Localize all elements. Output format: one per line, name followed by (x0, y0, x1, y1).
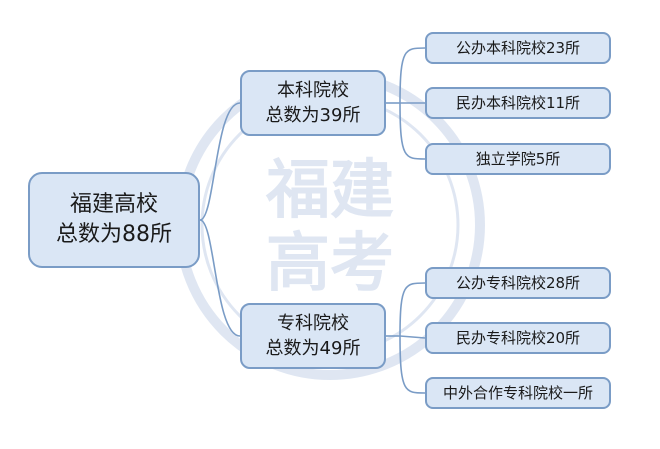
connector-vocational-leaf-3 (399, 335, 426, 394)
root-title: 福建高校 (69, 192, 158, 217)
leaf-private-vocational: 民办专科院校20所 (425, 322, 611, 354)
connector-vocational-leaf-1 (399, 282, 426, 337)
leaf-label: 公办专科院校28所 (455, 274, 581, 292)
vocational-title: 专科院校 (277, 313, 349, 334)
leaf-label: 中外合作专科院校一所 (442, 384, 593, 402)
connector-bachelor-leaf-1 (399, 47, 426, 104)
leaf-label: 公办本科院校23所 (455, 39, 581, 57)
leaf-label: 独立学院5所 (475, 150, 561, 168)
bachelor-title: 本科院校 (277, 80, 349, 101)
leaf-label: 民办本科院校11所 (455, 94, 581, 112)
root-node: 福建高校 总数为88所 (28, 172, 200, 268)
leaf-independent-college: 独立学院5所 (425, 143, 611, 175)
leaf-label: 民办专科院校20所 (455, 329, 581, 347)
leaf-public-vocational: 公办专科院校28所 (425, 267, 611, 299)
watermark-text-top: 福建 (265, 154, 394, 228)
leaf-private-bachelor: 民办本科院校11所 (425, 87, 611, 119)
connector-root-to-vocational (199, 219, 241, 337)
bachelor-branch-node: 本科院校 总数为39所 (240, 70, 386, 136)
watermark-text-bottom: 高考 (266, 227, 394, 301)
connector-root-to-bachelor (199, 102, 241, 221)
vocational-branch-node: 专科院校 总数为49所 (240, 303, 386, 369)
bachelor-total: 总数为39所 (265, 105, 361, 126)
vocational-total: 总数为49所 (265, 338, 361, 359)
connector-bachelor-leaf-3 (399, 102, 426, 160)
root-total: 总数为88所 (56, 222, 172, 247)
connector-vocational-leaf-2 (399, 335, 426, 339)
leaf-joint-venture-vocational: 中外合作专科院校一所 (425, 377, 611, 409)
leaf-public-bachelor: 公办本科院校23所 (425, 32, 611, 64)
